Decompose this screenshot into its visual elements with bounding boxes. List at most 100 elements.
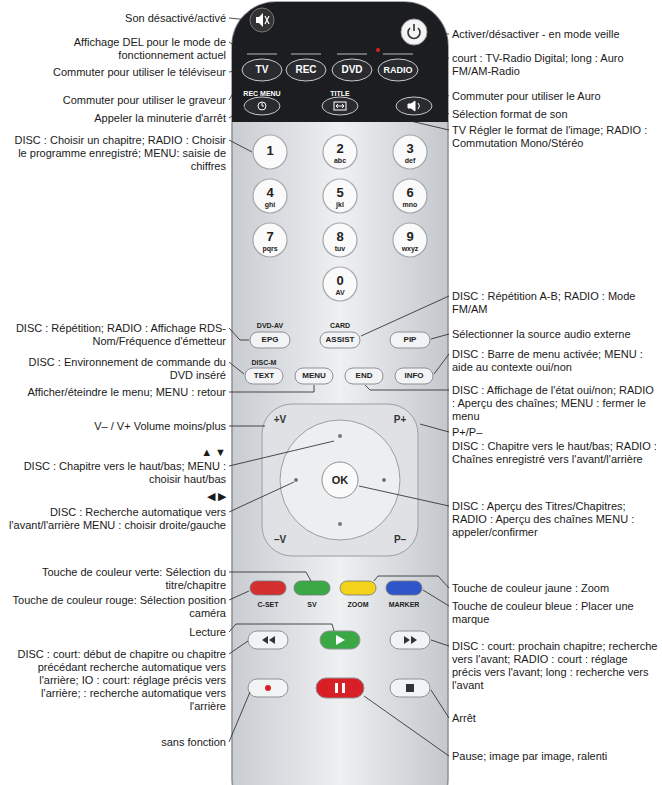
- button-label: 8: [336, 230, 343, 243]
- button-shape: [332, 59, 372, 81]
- pad-ring: [280, 420, 400, 540]
- speaker-icon: [408, 101, 415, 111]
- button-shape: [396, 97, 432, 115]
- leader-line: [229, 328, 249, 340]
- key-shape: [393, 179, 427, 213]
- leader-line: [423, 590, 449, 606]
- leader-line: [431, 640, 449, 646]
- led-line: [337, 54, 367, 55]
- cross-icon: [265, 16, 269, 24]
- callout-text: Sélectionner la source audio externe: [452, 328, 658, 341]
- callout-text: Touche de couleur verte: Sélection du ti…: [4, 566, 226, 592]
- aspect-icon: [336, 104, 344, 108]
- button-shape: [345, 368, 383, 384]
- leader-line: [431, 334, 449, 339]
- button-label: ghi: [265, 201, 276, 208]
- led-strip: [247, 48, 413, 54]
- pause-icon: [342, 683, 345, 693]
- led-line: [383, 54, 413, 55]
- button-label: RADIO: [384, 66, 413, 75]
- leader-line: [229, 591, 249, 600]
- yellow-key: [340, 581, 376, 595]
- callout-text: Touche de couleur bleue : Placer une mar…: [452, 600, 658, 626]
- button-label: TITLE: [330, 90, 349, 97]
- button-label: abc: [334, 157, 346, 164]
- button-shape: [378, 59, 418, 81]
- button-label: INFO: [404, 372, 423, 380]
- button-label: wxyz: [402, 245, 419, 252]
- leader-line: [414, 58, 449, 62]
- leader-line: [229, 641, 248, 654]
- button-label: MENU: [302, 372, 326, 380]
- callout-text: court : TV-Radio Digital; long : Auro FM…: [452, 52, 658, 78]
- button-label: REC: [295, 65, 316, 75]
- leader-line: [365, 385, 449, 390]
- button-label: –V: [274, 535, 286, 545]
- callout-text: Appeler la minuterie d'arrêt: [4, 112, 226, 125]
- button-shape: [320, 332, 360, 348]
- callout-text: Afficher/éteindre le menu; MENU : retour: [4, 386, 226, 399]
- button-label: DVD-AV: [257, 322, 283, 329]
- button-label: 4: [266, 186, 273, 199]
- button-label: 5: [336, 186, 343, 199]
- key-shape: [253, 223, 287, 257]
- pad-dot: [338, 522, 342, 526]
- callout-text: P+/P–: [452, 426, 658, 439]
- callout-text: Arrêt: [452, 712, 658, 725]
- navigation-pad: [262, 404, 418, 556]
- speaker-icon: [418, 103, 420, 109]
- button-shape: [295, 368, 333, 384]
- button-label: jkl: [336, 201, 344, 208]
- button-label: P–: [394, 535, 406, 545]
- key-shape: [393, 135, 427, 169]
- callout-text: Lecture: [4, 626, 226, 639]
- leader-line: [428, 33, 449, 34]
- button-label: DVD: [341, 65, 362, 75]
- callout-text: Activer/désactiver - en mode veille: [452, 28, 658, 41]
- button-label: END: [356, 372, 373, 380]
- play-icon: [336, 635, 345, 645]
- button-label: P+: [394, 415, 407, 425]
- button-label: 7: [266, 230, 273, 243]
- button-shape: [245, 368, 283, 384]
- key-shape: [393, 223, 427, 257]
- clock-icon: [262, 103, 264, 106]
- button-label: CARD: [330, 322, 350, 329]
- pad-frame: [262, 404, 418, 556]
- power-button: [401, 19, 427, 45]
- pad-dot: [382, 478, 386, 482]
- callout-text: DISC : Affichage de l'état oui/non; RADI…: [452, 384, 658, 423]
- callout-text: DISC : Répétition; RADIO : Affichage RDS…: [4, 322, 226, 348]
- button-label: 3: [406, 142, 413, 155]
- leader-line: [229, 107, 245, 118]
- leader-line: [359, 486, 449, 506]
- button-shape: [390, 332, 430, 348]
- button-label: EPG: [262, 336, 279, 344]
- remote-top-panel: [232, 2, 448, 122]
- stop-icon: [406, 684, 414, 692]
- button-shape: [322, 97, 358, 115]
- button-label: mno: [403, 201, 418, 208]
- forward-key: [390, 631, 430, 649]
- number-keys: [253, 135, 427, 301]
- led-dot: [376, 48, 380, 52]
- button-label: TEXT: [254, 372, 274, 380]
- leader-line: [354, 81, 449, 96]
- button-label: 2: [336, 142, 343, 155]
- leader-line: [229, 140, 252, 152]
- callout-text: DISC : Barre de menu activée; MENU : aid…: [452, 348, 658, 374]
- key-shape: [323, 135, 357, 169]
- callout-text: DISC : Choisir un chapitre; RADIO : Choi…: [4, 134, 226, 173]
- leader-line: [229, 81, 302, 100]
- pause-icon: [335, 683, 338, 693]
- play-key: [320, 631, 360, 649]
- rewind-key: [248, 631, 288, 649]
- callout-text: DISC : Aperçu des Titres/Chapitres; RADI…: [452, 500, 658, 539]
- leader-line: [229, 482, 294, 512]
- callout-text: V– / V+ Volume moins/plus: [4, 420, 226, 433]
- key-shape: [323, 267, 357, 301]
- clock-icon: [258, 102, 266, 110]
- callout-text: Sélection format de son: [452, 108, 658, 121]
- leader-line: [229, 692, 250, 742]
